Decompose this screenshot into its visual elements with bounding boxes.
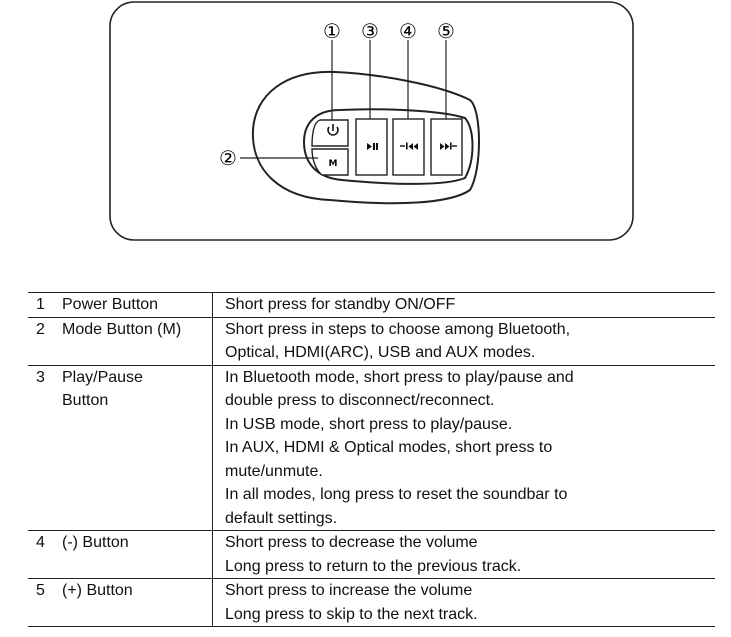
- button-name-line: Play/Pause: [62, 368, 143, 386]
- description-line: Long press to skip to the next track.: [225, 605, 478, 623]
- description-line: Short press for standby ON/OFF: [225, 296, 456, 313]
- button-description: In Bluetooth mode, short press to play/p…: [212, 365, 715, 531]
- play-pause-button[interactable]: [355, 118, 388, 176]
- button-name-line: (-) Button: [62, 534, 129, 551]
- panel-outer-outline: [251, 70, 480, 205]
- row-number: 2: [28, 317, 58, 366]
- description-line: Short press to decrease the volume: [225, 534, 478, 551]
- callout-5: ⑤: [437, 19, 455, 43]
- row-number: 5: [28, 578, 58, 627]
- panel-inner-outline: [302, 108, 474, 185]
- description-line: Long press to return to the previous tra…: [225, 557, 522, 575]
- previous-track-icon: [400, 142, 418, 150]
- callout-1: ①: [323, 19, 341, 43]
- table-row: 5(+) Button Short press to increase the v…: [28, 578, 715, 627]
- button-name: (+) Button: [58, 578, 213, 627]
- control-panel-diagram: M ① ③ ④ ⑤ ②: [109, 1, 634, 241]
- description-line: In all modes, long press to reset the so…: [225, 486, 568, 503]
- button-description: Short press for standby ON/OFF: [212, 292, 715, 318]
- power-icon: [327, 124, 339, 136]
- play-pause-icon: [367, 143, 378, 150]
- table-row: 4(-) Button Short press to decrease the v…: [28, 530, 715, 579]
- row-number: 4: [28, 530, 58, 579]
- description-line: In USB mode, short press to play/pause.: [225, 415, 513, 433]
- button-name: Mode Button (M): [58, 317, 213, 366]
- row-number: 1: [28, 292, 58, 318]
- button-name-line: Mode Button (M): [62, 320, 182, 338]
- button-name-line: Power Button: [62, 296, 159, 313]
- description-line: double press to disconnect/reconnect.: [225, 392, 495, 409]
- row-number: 3: [28, 365, 58, 531]
- power-button[interactable]: [311, 119, 349, 147]
- description-line: Short press to increase the volume: [225, 582, 473, 599]
- callout-3: ③: [361, 19, 379, 43]
- description-line: Optical, HDMI(ARC), USB and AUX modes.: [225, 344, 536, 361]
- mode-button-label: M: [329, 159, 338, 169]
- mode-button[interactable]: M: [311, 148, 349, 176]
- next-track-icon: [440, 142, 457, 150]
- callout-2: ②: [219, 146, 237, 170]
- device-outline: [109, 1, 634, 241]
- volume-down-button[interactable]: [392, 118, 425, 176]
- volume-up-button[interactable]: [430, 118, 463, 176]
- description-line: In Bluetooth mode, short press to play/p…: [225, 368, 574, 386]
- button-name: Power Button: [58, 292, 213, 318]
- button-name: (-) Button: [58, 530, 213, 579]
- button-name-line: Button: [62, 392, 109, 409]
- description-line: mute/unmute.: [225, 462, 323, 480]
- description-line: default settings.: [225, 509, 338, 527]
- button-description: Short press in steps to choose among Blu…: [212, 317, 715, 366]
- button-name-line: (+) Button: [62, 582, 133, 599]
- description-line: In AUX, HDMI & Optical modes, short pres…: [225, 439, 553, 456]
- callout-4: ④: [399, 19, 417, 43]
- description-line: Short press in steps to choose among Blu…: [225, 320, 571, 338]
